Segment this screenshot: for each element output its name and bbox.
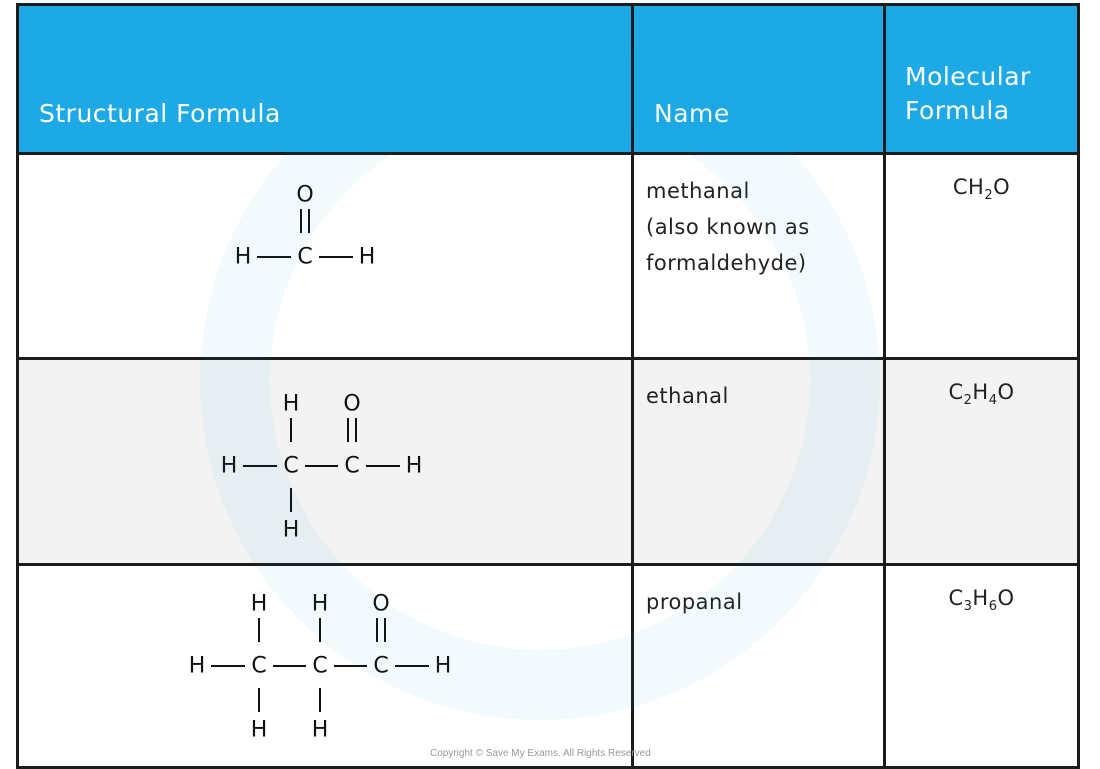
svg-text:C: C bbox=[283, 454, 298, 479]
name-line: methanal bbox=[646, 179, 750, 203]
svg-text:H: H bbox=[251, 592, 268, 617]
name-line: ethanal bbox=[646, 384, 729, 408]
propanal-structure-diagram: H H O H C C C H H H bbox=[189, 592, 452, 743]
methanal-structure-diagram: O C H H bbox=[235, 183, 376, 270]
svg-text:H: H bbox=[435, 654, 452, 679]
svg-text:C: C bbox=[297, 245, 312, 270]
svg-text:H: H bbox=[312, 592, 329, 617]
structure-propanal: H H O H C C C H H H bbox=[19, 566, 631, 766]
name-line: propanal bbox=[646, 590, 743, 614]
molecular-formula-ethanal: C2H4O bbox=[883, 360, 1077, 566]
svg-text:H: H bbox=[251, 718, 268, 743]
svg-text:O: O bbox=[372, 592, 389, 617]
svg-text:H: H bbox=[406, 454, 423, 479]
molecular-formula-propanal: C3H6O bbox=[883, 566, 1077, 766]
svg-text:H: H bbox=[235, 245, 252, 270]
svg-text:O: O bbox=[343, 392, 360, 417]
name-methanal: methanal (also known as formaldehyde) bbox=[631, 155, 883, 360]
name-line: (also known as bbox=[646, 215, 810, 239]
name-line: formaldehyde) bbox=[646, 251, 807, 275]
svg-text:H: H bbox=[283, 392, 300, 417]
svg-text:H: H bbox=[312, 718, 329, 743]
molecular-formula-methanal: CH2O bbox=[883, 155, 1077, 360]
svg-text:H: H bbox=[283, 518, 300, 543]
header-structural-formula: Structural Formula bbox=[19, 6, 631, 155]
svg-text:C: C bbox=[251, 654, 266, 679]
header-name: Name bbox=[631, 6, 883, 155]
structure-ethanal: H O H C C H H bbox=[19, 360, 631, 566]
header-molecular-formula: Molecular Formula bbox=[883, 6, 1077, 155]
aldehydes-table: Structural Formula Name Molecular Formul… bbox=[16, 3, 1080, 769]
name-ethanal: ethanal bbox=[631, 360, 883, 566]
svg-text:C: C bbox=[373, 654, 388, 679]
name-propanal: propanal bbox=[631, 566, 883, 766]
ethanal-structure-diagram: H O H C C H H bbox=[221, 392, 423, 543]
svg-text:H: H bbox=[221, 454, 238, 479]
svg-text:H: H bbox=[359, 245, 376, 270]
svg-text:C: C bbox=[344, 454, 359, 479]
copyright-notice: Copyright © Save My Exams. All Rights Re… bbox=[430, 748, 651, 759]
svg-text:H: H bbox=[189, 654, 206, 679]
svg-text:C: C bbox=[312, 654, 327, 679]
svg-text:O: O bbox=[296, 183, 313, 208]
structure-methanal: O C H H bbox=[19, 155, 631, 360]
